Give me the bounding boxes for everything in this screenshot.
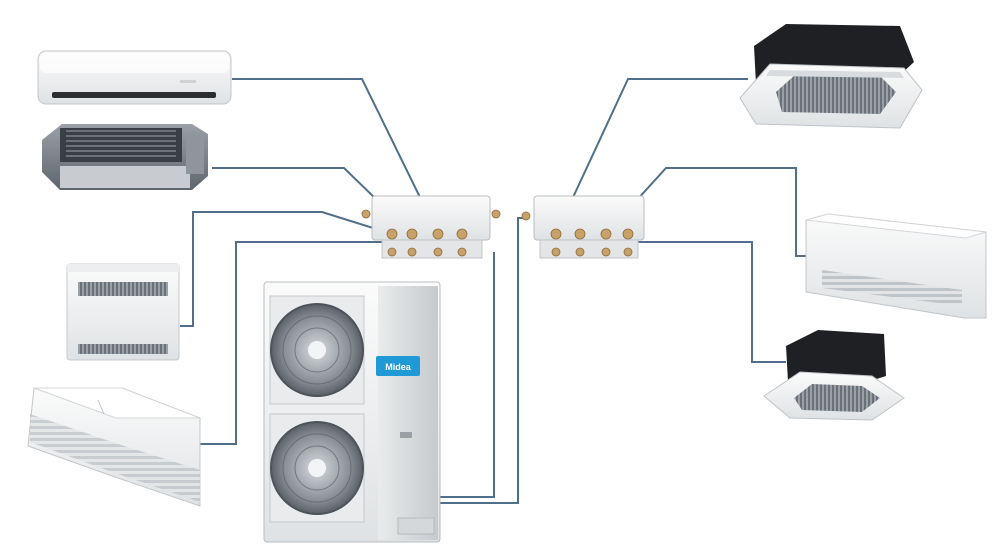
pipe-compact-cassette: [638, 241, 786, 363]
four-way-cassette-icon: [739, 24, 923, 129]
ducted-unit-icon: [42, 124, 208, 190]
outdoor-condenser-icon: [263, 281, 441, 543]
ceiling-floor-unit-icon: [27, 387, 201, 507]
pipe-console: [180, 211, 393, 327]
pipe-floor-standing: [605, 167, 806, 257]
pipe-ceiling-floor: [200, 241, 382, 445]
pipe-network: [180, 78, 806, 504]
floor-standing-unit-icon: [805, 213, 987, 319]
pipe-main-left: [438, 252, 495, 498]
refrigerant-distribution-box-icon: [361, 195, 501, 259]
pipe-cassette-4way: [555, 78, 748, 235]
wall-split-unit-icon: [37, 50, 232, 105]
pipe-main-right: [438, 217, 526, 504]
brand-logo-text: Midea: [385, 362, 412, 372]
refrigerant-distribution-box-icon: [521, 195, 645, 259]
pipe-wall-split: [232, 78, 439, 235]
brand-logo: Midea: [376, 356, 420, 376]
floor-console-unit-icon: [66, 263, 180, 361]
compact-cassette-icon: [763, 330, 905, 421]
